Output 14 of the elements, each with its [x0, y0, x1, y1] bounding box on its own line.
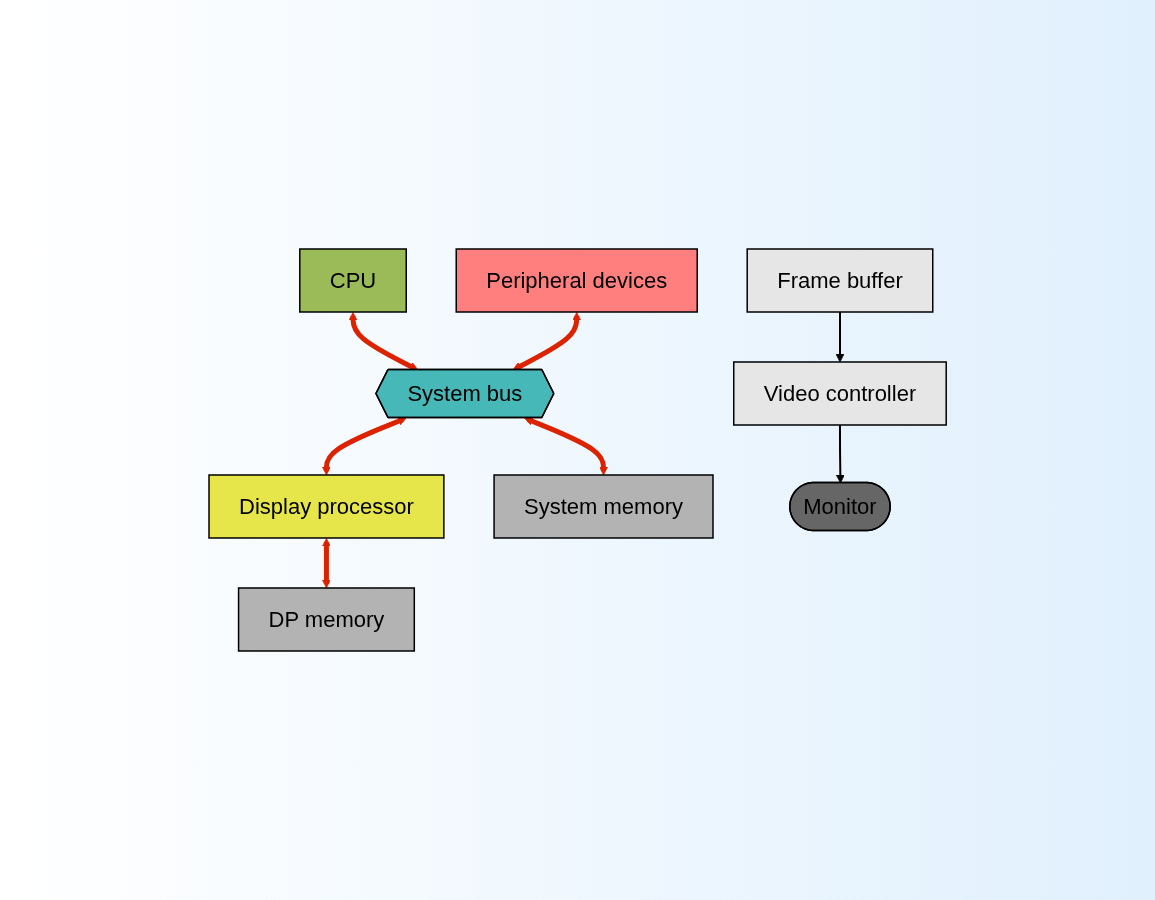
- node-box: Display processor: [208, 474, 445, 539]
- node-box: System memory: [493, 474, 714, 539]
- node-box: Video controller: [732, 361, 947, 426]
- arrow: [835, 424, 845, 484]
- arrow: [348, 312, 419, 371]
- node-box: DP memory: [237, 587, 415, 652]
- arrow: [524, 417, 608, 476]
- node-box: Peripheral devices: [455, 248, 698, 313]
- node-box: CPU: [298, 248, 407, 313]
- node-box: Frame buffer: [746, 248, 934, 313]
- arrow: [321, 417, 407, 476]
- arrow: [321, 538, 331, 589]
- arrow: [835, 311, 845, 363]
- arrow: [512, 312, 581, 371]
